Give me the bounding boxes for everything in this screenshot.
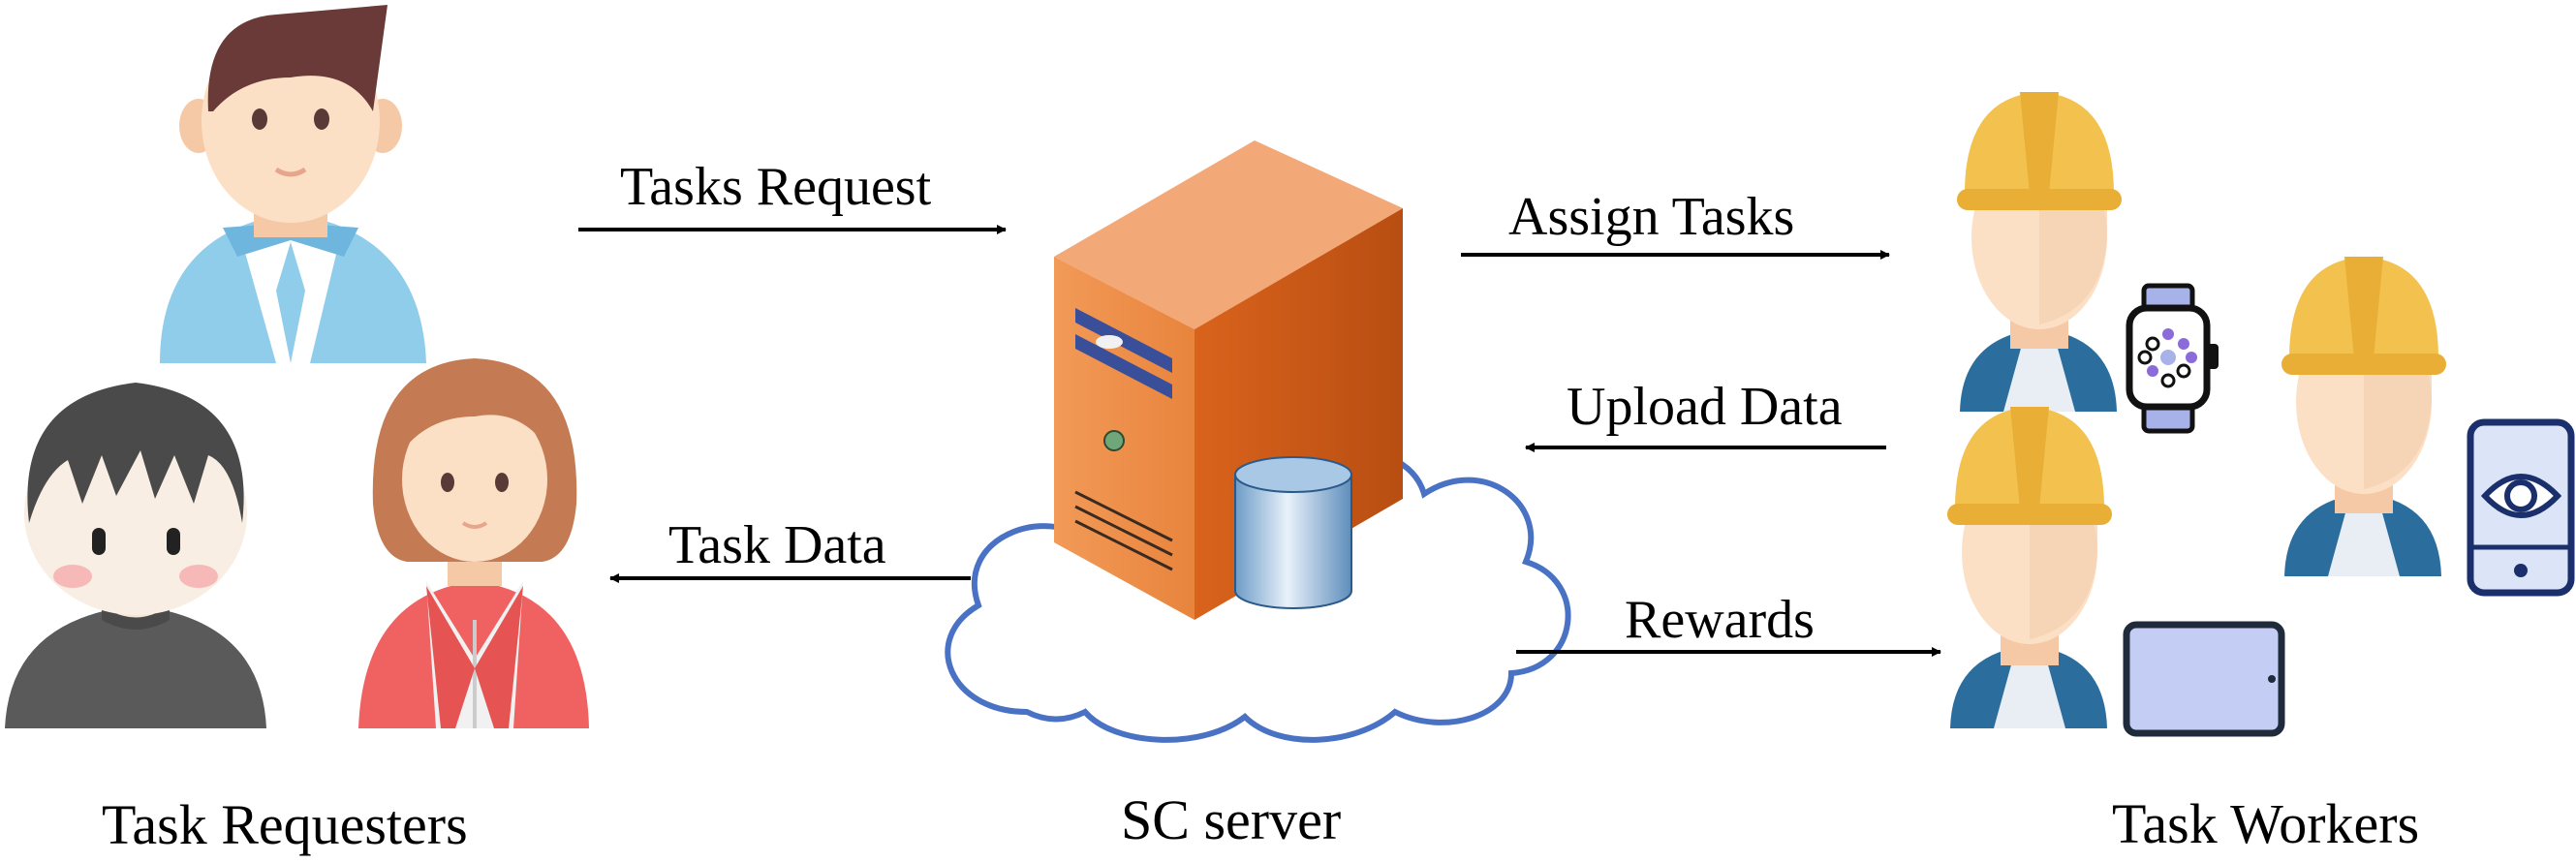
construction-worker-icon <box>1957 92 2122 412</box>
upload-data-label: Upload Data <box>1567 377 1843 437</box>
task-data-label: Task Data <box>668 515 886 575</box>
construction-worker-icon <box>2281 257 2446 576</box>
man-avatar-icon <box>160 5 426 363</box>
smartphone-eye-icon <box>2467 418 2575 597</box>
tablet-icon <box>2123 621 2285 737</box>
construction-worker-icon <box>1947 407 2112 728</box>
task-workers-label: Task Workers <box>2112 792 2420 855</box>
smartwatch-icon <box>2126 283 2219 434</box>
assign-tasks-label: Assign Tasks <box>1508 187 1795 247</box>
rewards-label: Rewards <box>1625 590 1815 650</box>
database-cylinder-icon <box>1234 456 1352 609</box>
woman-avatar-icon <box>358 358 589 728</box>
sc-server-label: SC server <box>1121 788 1342 851</box>
tasks-request-label: Tasks Request <box>620 157 932 217</box>
boy-avatar-icon <box>5 383 266 728</box>
task-requesters-label: Task Requesters <box>102 793 468 856</box>
